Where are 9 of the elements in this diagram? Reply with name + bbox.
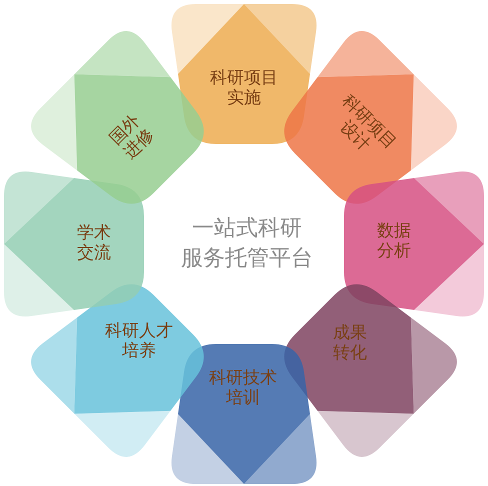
tile-label: 科研项目实施 [209, 68, 279, 108]
diagram-title: 一站式科研服务托管平台 [181, 215, 313, 273]
tile-label: 成果转化 [332, 323, 368, 363]
tile-label: 国外进修 [104, 110, 160, 165]
tile-label: 科研技术培训 [208, 368, 278, 408]
tile-label: 科研人才培养 [104, 321, 174, 361]
tile-label: 科研项目设计 [334, 90, 402, 158]
tile-label: 学术交流 [76, 223, 112, 263]
tile-label: 数据分析 [376, 221, 412, 261]
